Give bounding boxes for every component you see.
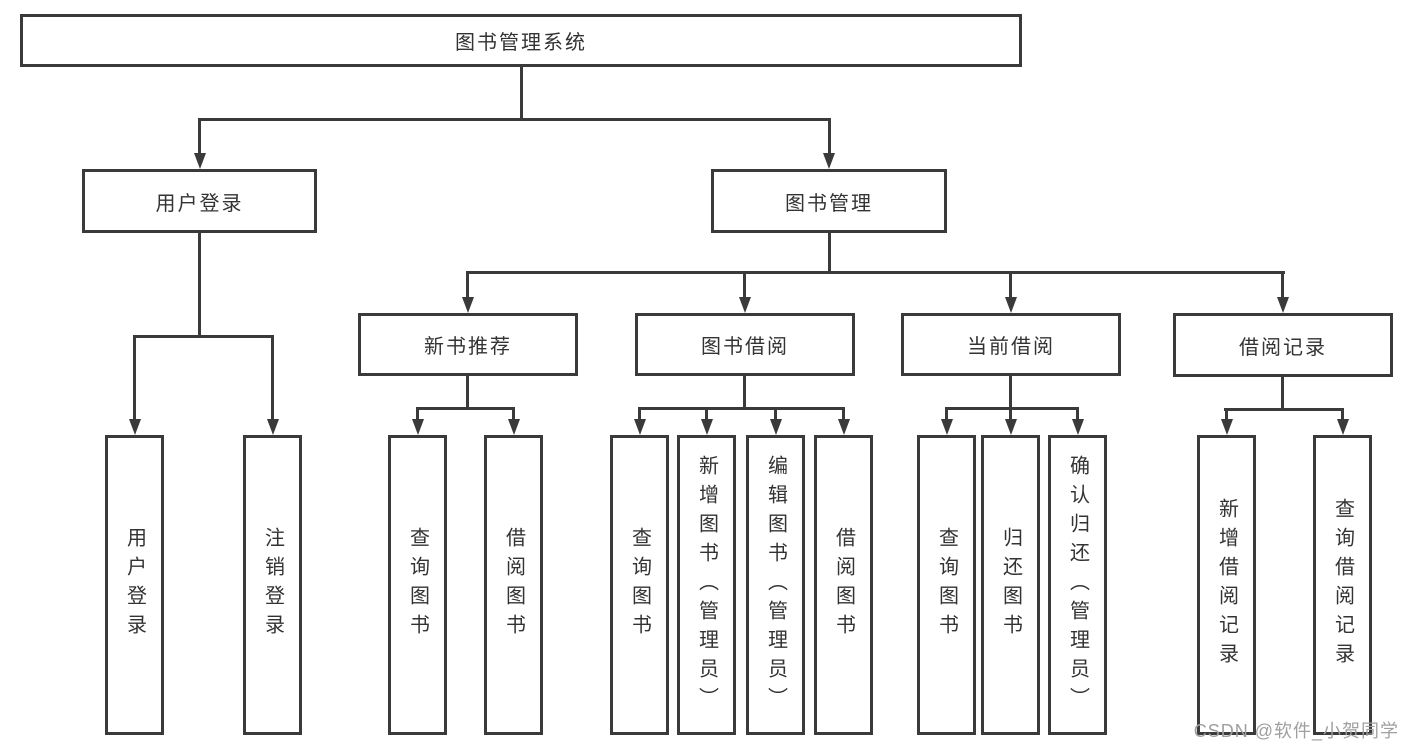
arrow-down-icon [129, 419, 141, 435]
v-line [743, 376, 746, 407]
node-user-login: 用户登录 [82, 169, 317, 233]
leaf-query-books: 查询图书 [610, 435, 669, 735]
h-line [1224, 408, 1344, 411]
v-line [133, 335, 136, 419]
arrow-down-icon [739, 297, 751, 313]
v-line [1281, 377, 1284, 408]
node-current-borrowing: 当前借阅 [901, 313, 1121, 376]
arrow-down-icon [770, 419, 782, 435]
v-line [945, 407, 948, 419]
arrow-down-icon [701, 419, 713, 435]
arrow-down-icon [412, 419, 424, 435]
leaf-return-books: 归还图书 [981, 435, 1040, 735]
v-line [743, 271, 746, 297]
arrow-down-icon [267, 419, 279, 435]
leaf-query-books: 查询图书 [388, 435, 447, 735]
v-line [705, 407, 708, 419]
v-line [1281, 271, 1284, 297]
v-line [774, 407, 777, 419]
node-book-management: 图书管理 [711, 169, 947, 233]
leaf-user-login: 用户登录 [105, 435, 164, 735]
arrow-down-icon [462, 297, 474, 313]
v-line [416, 407, 419, 419]
v-line [271, 335, 274, 419]
v-line [1009, 407, 1012, 419]
leaf-confirm-return-admin: 确认归还（管理员） [1048, 435, 1107, 735]
h-line [133, 335, 274, 338]
v-line [198, 233, 201, 335]
leaf-logout-login: 注销登录 [243, 435, 302, 735]
leaf-borrow-books: 借阅图书 [814, 435, 873, 735]
arrow-down-icon [1221, 419, 1233, 435]
arrow-down-icon [838, 419, 850, 435]
node-borrowing-records: 借阅记录 [1173, 313, 1393, 377]
watermark: CSDN @软件_小贺同学 [1193, 721, 1399, 741]
v-line [1009, 376, 1012, 407]
arrow-down-icon [1337, 419, 1349, 435]
v-line [466, 271, 469, 297]
h-line [416, 407, 515, 410]
leaf-add-borrow-record: 新增借阅记录 [1197, 435, 1256, 735]
v-line [520, 67, 523, 118]
arrow-down-icon [823, 153, 835, 169]
arrow-down-icon [634, 419, 646, 435]
node-book-borrowing: 图书借阅 [635, 313, 855, 376]
h-line [198, 118, 831, 121]
h-line [638, 407, 845, 410]
arrow-down-icon [508, 419, 520, 435]
v-line [1076, 407, 1079, 419]
node-book-management-system: 图书管理系统 [20, 14, 1022, 67]
arrow-down-icon [1005, 297, 1017, 313]
v-line [466, 376, 469, 407]
v-line [1225, 408, 1228, 419]
arrow-down-icon [1277, 297, 1289, 313]
v-line [512, 407, 515, 419]
v-line [1009, 271, 1012, 297]
v-line [828, 233, 831, 271]
node-new-book-recommend: 新书推荐 [358, 313, 578, 376]
h-line [467, 271, 1285, 274]
h-line [945, 407, 1079, 410]
arrow-down-icon [941, 419, 953, 435]
leaf-query-books: 查询图书 [917, 435, 976, 735]
v-line [198, 118, 201, 153]
leaf-add-books-admin: 新增图书（管理员） [677, 435, 736, 735]
arrow-down-icon [1005, 419, 1017, 435]
v-line [842, 407, 845, 419]
v-line [828, 118, 831, 153]
leaf-query-borrow-record: 查询借阅记录 [1313, 435, 1372, 735]
v-line [638, 407, 641, 419]
v-line [1341, 408, 1344, 419]
leaf-borrow-books: 借阅图书 [484, 435, 543, 735]
arrow-down-icon [1072, 419, 1084, 435]
leaf-edit-books-admin: 编辑图书（管理员） [746, 435, 805, 735]
arrow-down-icon [194, 153, 206, 169]
